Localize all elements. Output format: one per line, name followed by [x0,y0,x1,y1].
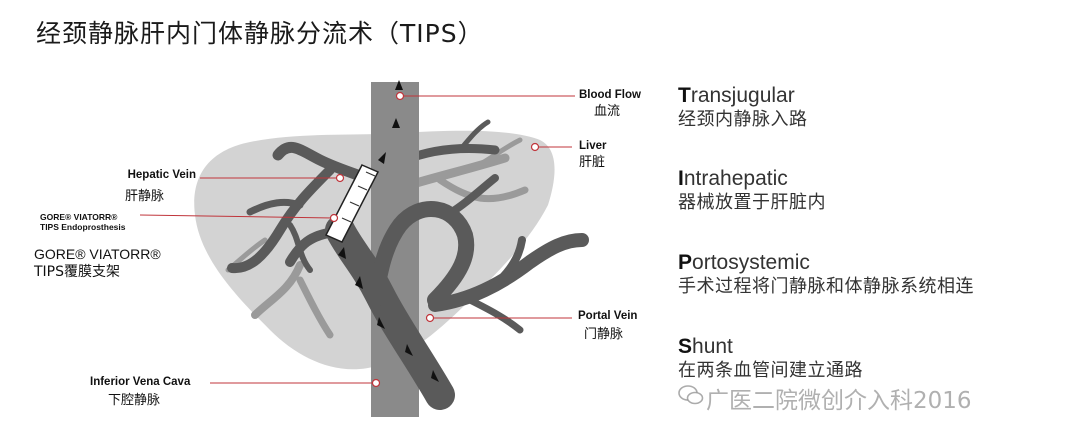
tips-initial: P [678,251,693,274]
hepatic-vein-label-zh: 肝静脉 [125,189,165,204]
portal-vein [285,174,589,410]
tips-desc: 手术过程将门静脉和体静脉系统相连 [678,276,974,297]
wechat-icon [678,385,704,405]
gore-big-label-2: TIPS覆膜支架 [34,264,121,280]
tips-initial: S [678,335,693,358]
tips-rest: hunt [692,335,733,358]
portal-vein-label-zh: 门静脉 [584,327,624,342]
liver-label-zh: 肝脏 [579,155,606,170]
gore-small-label-2: TIPS Endoprosthesis [40,222,126,232]
tips-initial: T [678,84,691,107]
tips-stent [324,164,380,243]
tips-rest: ransjugular [690,84,795,107]
page-title: 经颈静脉肝内门体静脉分流术（TIPS） [36,19,484,48]
tips-desc: 在两条血管间建立通路 [678,360,863,381]
tips-initial: I [678,167,684,190]
pointer-lines [139,95,575,384]
ivc-label-zh: 下腔静脉 [108,393,161,408]
blood-flow-label-zh: 血流 [594,104,621,119]
ivc-label: Inferior Vena Cava [90,376,191,388]
tips-desc: 经颈内静脉入路 [678,109,808,130]
tips-rest: ortosystemic [692,251,810,274]
tips-rest: ntrahepatic [683,167,788,190]
liver-label: Liver [579,140,607,152]
tips-desc: 器械放置于肝脏内 [678,192,826,213]
tips-term-4: Shunt 在两条血管间建立通路 [678,335,863,383]
blood-flow-label: Blood Flow [579,89,641,101]
watermark-text: 广医二院微创介入科2016 [706,388,972,414]
hepatic-vein-label: Hepatic Vein [127,169,196,181]
flow-arrows [338,80,439,382]
portal-vein-label: Portal Vein [578,310,638,322]
gore-big-label-1: GORE® VIATORR® [34,246,161,262]
tips-term-3: Portosystemic 手术过程将门静脉和体静脉系统相连 [678,251,974,299]
pointer-dots [329,91,540,388]
tips-term-1: Transjugular 经颈内静脉入路 [678,84,808,132]
tips-term-2: Intrahepatic 器械放置于肝脏内 [678,167,826,215]
gore-small-label-1: GORE® VIATORR® [40,212,118,222]
